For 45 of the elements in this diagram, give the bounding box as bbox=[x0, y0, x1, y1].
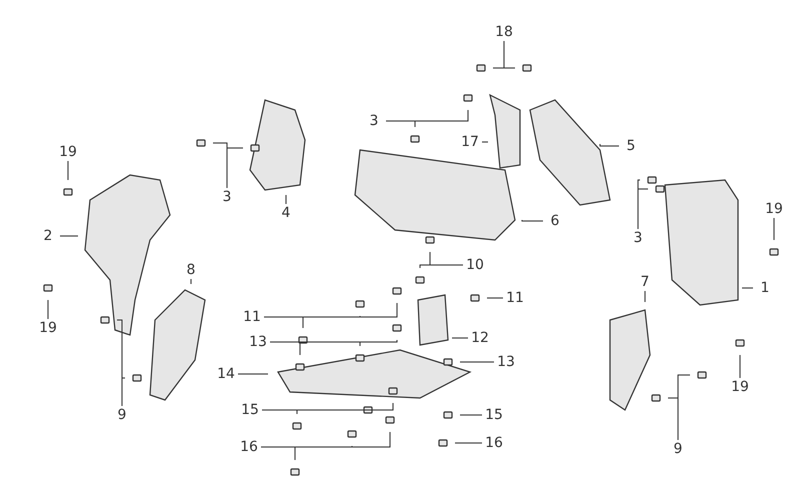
leader-line bbox=[454, 442, 482, 444]
callout-number: 16 bbox=[237, 438, 261, 456]
leader-line bbox=[600, 144, 620, 146]
callout-number: 17 bbox=[458, 133, 482, 151]
leader-line bbox=[504, 40, 516, 68]
callout-number: 5 bbox=[619, 137, 643, 155]
leader-line bbox=[644, 290, 646, 302]
callout-number: 19 bbox=[728, 378, 752, 396]
leader-line bbox=[668, 398, 678, 440]
callout-number: 15 bbox=[482, 406, 506, 424]
callout-number: 12 bbox=[468, 329, 492, 347]
callout-number: 14 bbox=[214, 365, 238, 383]
callout-number: 19 bbox=[762, 200, 786, 218]
callout-number: 13 bbox=[494, 353, 518, 371]
callout-number: 18 bbox=[492, 23, 516, 41]
leader-line bbox=[460, 414, 482, 416]
callout-number: 6 bbox=[543, 212, 567, 230]
leader-line bbox=[190, 278, 192, 284]
leader-line bbox=[638, 188, 648, 230]
callout-number: 3 bbox=[626, 229, 650, 247]
callout-number: 11 bbox=[503, 289, 527, 307]
leader-line bbox=[226, 148, 244, 188]
callout-number: 3 bbox=[362, 112, 386, 130]
leader-line bbox=[264, 302, 398, 318]
callout-number: 3 bbox=[215, 188, 239, 206]
leader-line bbox=[386, 120, 416, 128]
callout-number: 19 bbox=[56, 143, 80, 161]
leader-line bbox=[522, 220, 544, 222]
callout-number: 1 bbox=[753, 279, 777, 297]
callout-number: 19 bbox=[36, 319, 60, 337]
callout-number: 9 bbox=[666, 440, 690, 458]
callout-number: 13 bbox=[246, 333, 270, 351]
callout-number: 2 bbox=[36, 227, 60, 245]
callout-number: 4 bbox=[274, 204, 298, 222]
callout-number: 15 bbox=[238, 401, 262, 419]
callout-number: 11 bbox=[240, 308, 264, 326]
leader-line bbox=[262, 402, 394, 410]
callout-number: 16 bbox=[482, 434, 506, 452]
callout-number: 8 bbox=[179, 261, 203, 279]
callout-number: 10 bbox=[463, 256, 487, 274]
callout-number: 7 bbox=[633, 273, 657, 291]
leader-line bbox=[260, 432, 390, 448]
leader-line bbox=[420, 264, 464, 268]
leader-line bbox=[122, 378, 126, 406]
callout-number: 9 bbox=[110, 406, 134, 424]
